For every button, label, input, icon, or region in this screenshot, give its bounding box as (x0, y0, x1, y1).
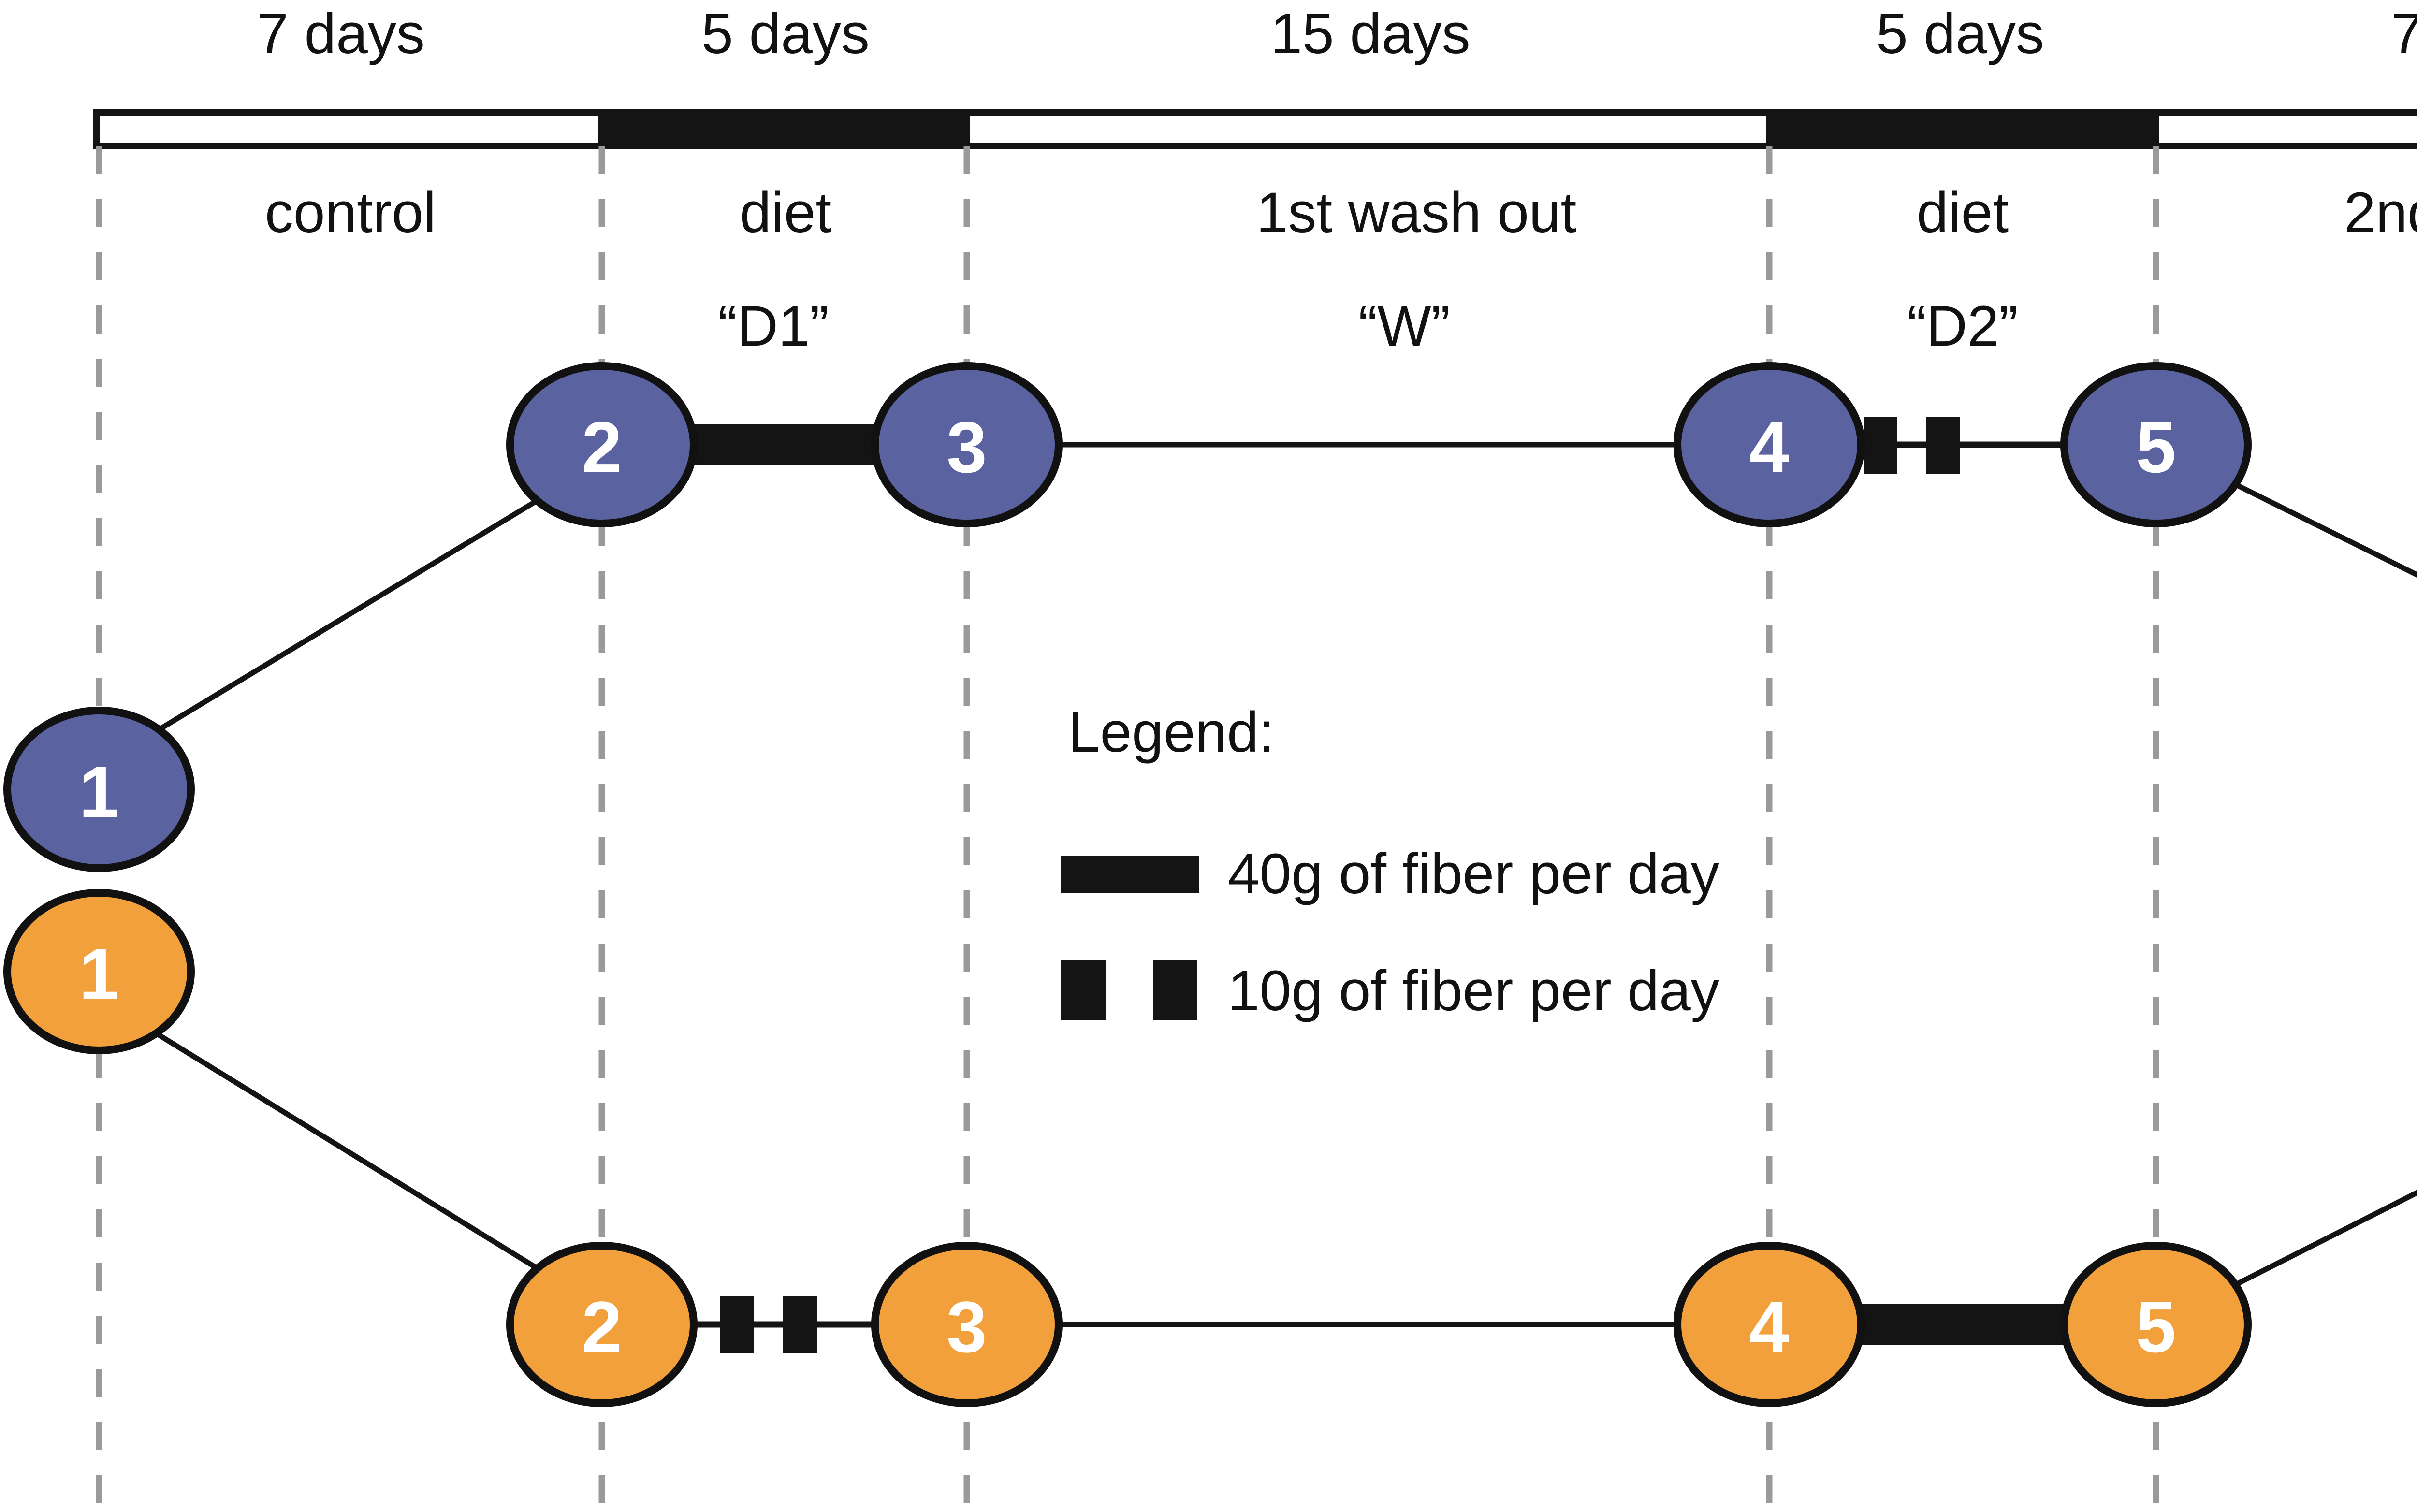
duration-label-washout2: 7 days (2391, 2, 2417, 66)
link-blue-1-2 (129, 481, 567, 749)
arm-orange-nodes: 1 2 3 4 5 6 (3, 889, 2252, 1407)
legend-item-10g: 10g of fiber per day (1061, 959, 1719, 1023)
link-orange-2-3-block-2 (783, 1296, 817, 1353)
node-orange-5-shape (2060, 1242, 2252, 1407)
timeline-segment-diet1 (602, 109, 967, 149)
legend-label-40g: 40g of fiber per day (1228, 842, 1719, 906)
legend-swatch-solid-bar (1061, 856, 1199, 893)
link-orange-2-3-block-1 (720, 1296, 754, 1353)
node-blue-1-label: 1 (79, 751, 119, 832)
node-orange-1[interactable]: 1 (3, 889, 195, 1054)
node-orange-1-shape (3, 889, 195, 1054)
legend-title: Legend: (1068, 700, 1275, 764)
phase-label-diet1: diet (740, 181, 831, 245)
node-blue-4-label: 4 (1749, 407, 1789, 488)
link-orange-5-6 (2232, 1190, 2417, 1288)
timeline-segment-washout1 (963, 109, 1773, 149)
arm-blue-nodes: 1 2 3 4 5 6 (3, 362, 2252, 872)
legend: Legend: 40g of fiber per day 10g of fibe… (1061, 700, 1719, 1023)
arm-orange-links (129, 1015, 2417, 1353)
link-blue-4-5-block-2 (1926, 417, 1960, 474)
node-orange-3[interactable]: 3 (871, 1242, 1063, 1407)
node-blue-1[interactable]: 1 (3, 707, 195, 872)
legend-swatch-dash-block-1 (1061, 960, 1106, 1020)
node-blue-4[interactable]: 4 (1674, 362, 1865, 527)
duration-label-control: 7 days (257, 2, 425, 66)
phase-label-control: control (265, 181, 436, 245)
node-blue-5-shape (2060, 362, 2252, 527)
legend-label-10g: 10g of fiber per day (1228, 959, 1719, 1023)
node-orange-4-shape (1674, 1242, 1865, 1407)
legend-swatch-dash-block-2 (1153, 960, 1197, 1020)
node-orange-2-shape (506, 1242, 698, 1407)
legend-item-40g: 40g of fiber per day (1061, 842, 1719, 906)
link-blue-4-5-block-1 (1864, 417, 1897, 474)
timeline-segment-washout2 (2153, 109, 2417, 149)
phase-code-washout1: “W” (1358, 294, 1450, 358)
duration-label-washout1: 15 days (1270, 2, 1470, 66)
node-blue-3[interactable]: 3 (871, 362, 1063, 527)
node-orange-1-label: 1 (79, 933, 119, 1015)
phase-label-washout2: 2nd wash out (2344, 181, 2417, 245)
node-blue-3-shape (871, 362, 1063, 527)
node-blue-3-label: 3 (946, 407, 987, 488)
node-orange-2-label: 2 (582, 1286, 622, 1367)
node-blue-5-label: 5 (2136, 407, 2176, 488)
link-orange-1-2 (129, 1015, 567, 1288)
phase-code-diet2: “D2” (1907, 294, 2018, 358)
node-blue-2[interactable]: 2 (506, 362, 698, 527)
node-orange-3-label: 3 (946, 1286, 987, 1367)
node-blue-4-shape (1674, 362, 1865, 527)
node-orange-4[interactable]: 4 (1674, 1242, 1865, 1407)
timeline-segment-control (93, 109, 605, 149)
node-blue-2-shape (506, 362, 698, 527)
phase-label-diet2: diet (1917, 181, 2009, 245)
phase-label-washout1: 1st wash out (1256, 181, 1576, 245)
node-orange-3-shape (871, 1242, 1063, 1407)
phase-code-diet1: “D1” (718, 294, 829, 358)
node-blue-5[interactable]: 5 (2060, 362, 2252, 527)
node-orange-5[interactable]: 5 (2060, 1242, 2252, 1407)
node-orange-4-label: 4 (1749, 1286, 1789, 1367)
duration-label-diet1: 5 days (701, 2, 870, 66)
link-blue-5-6 (2232, 481, 2417, 578)
node-blue-1-shape (3, 707, 195, 872)
timeline-segment-diet2 (1769, 109, 2156, 149)
duration-label-diet2: 5 days (1876, 2, 2044, 66)
timeline-bar (93, 109, 2417, 149)
node-orange-2[interactable]: 2 (506, 1242, 698, 1407)
node-orange-5-label: 5 (2136, 1286, 2176, 1367)
node-blue-2-label: 2 (582, 407, 622, 488)
